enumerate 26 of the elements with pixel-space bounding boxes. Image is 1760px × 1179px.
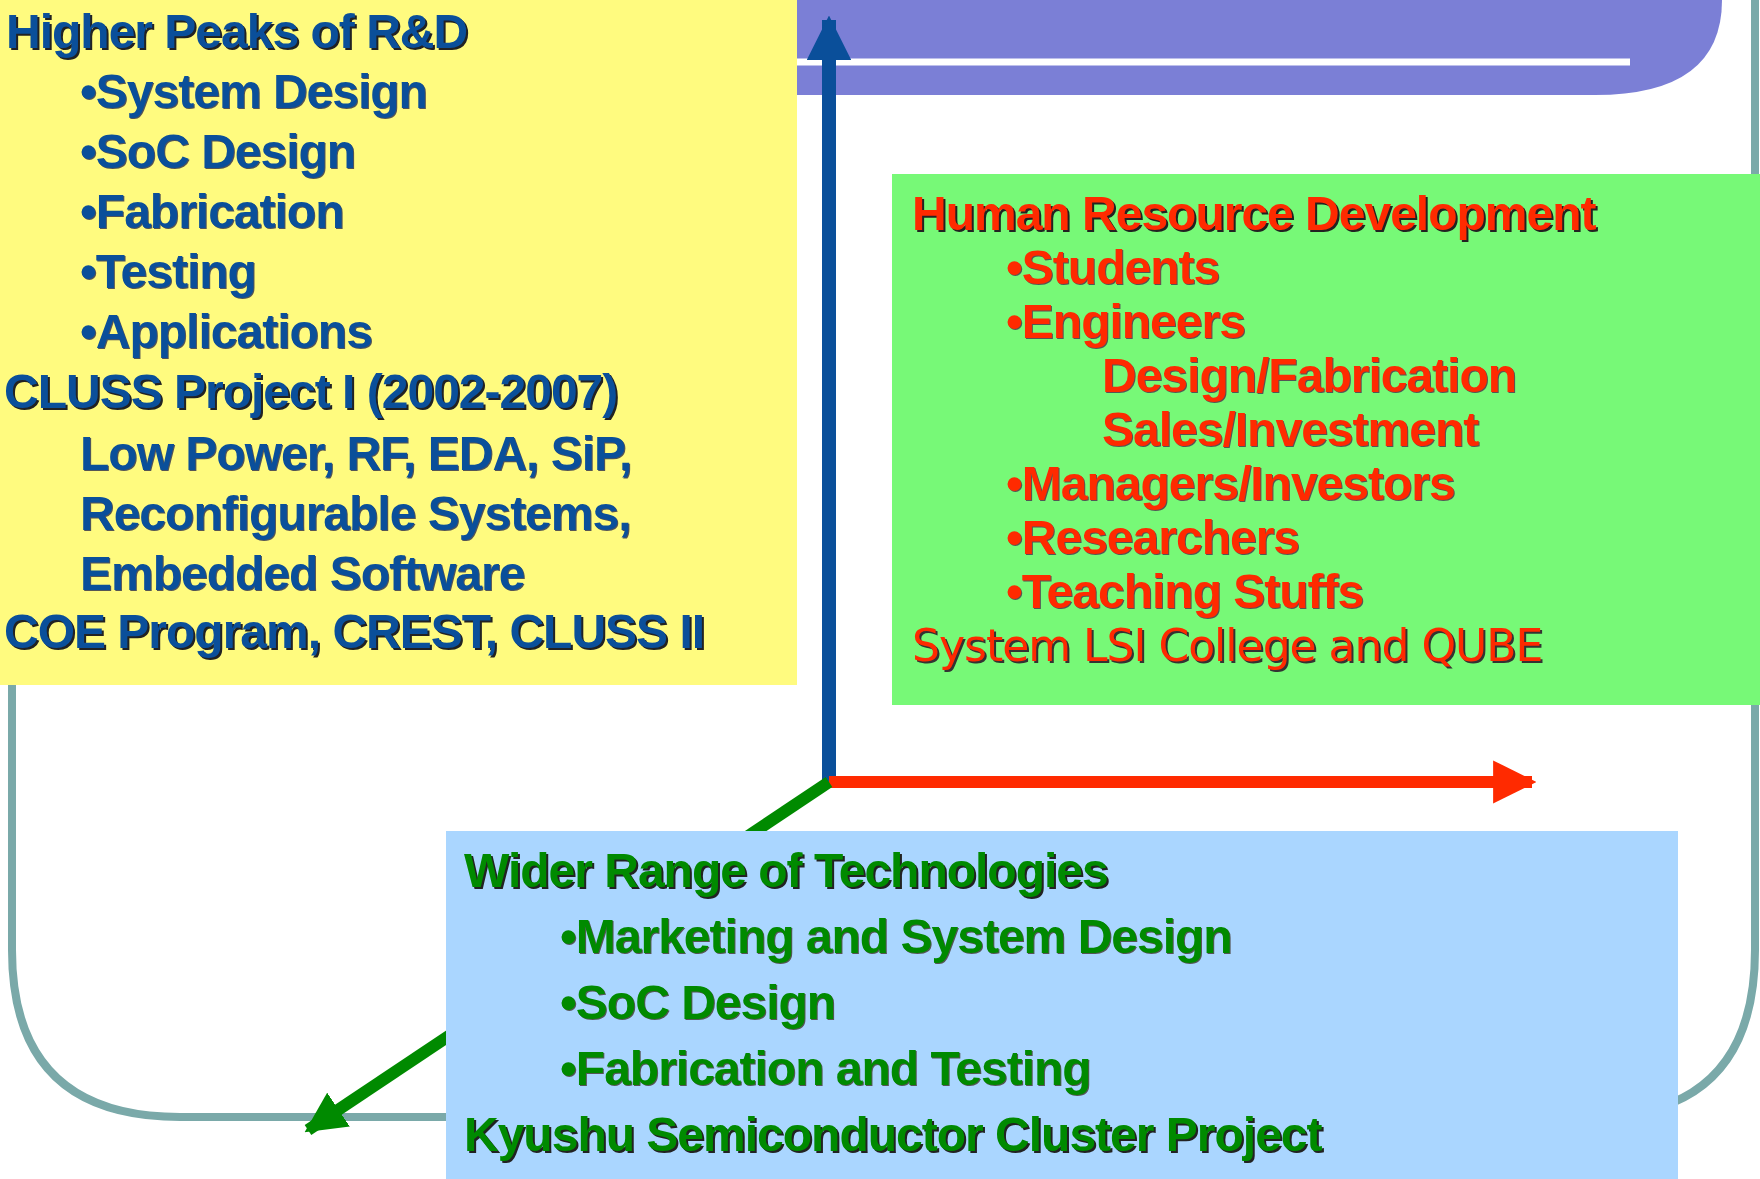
bullet-item: Sales/Investment bbox=[1102, 402, 1479, 458]
text-panel bbox=[892, 174, 1760, 705]
heading-text: CLUSS Project I (2002-2007) bbox=[4, 364, 618, 420]
bullet-item: •Teaching Stuffs bbox=[1006, 564, 1364, 620]
heading-text: Wider Range of Technologies bbox=[464, 843, 1108, 899]
heading-text: Kyushu Semiconductor Cluster Project bbox=[464, 1107, 1322, 1163]
bullet-item: •SoC Design bbox=[80, 124, 356, 180]
caption-text: System LSI College and QUBE bbox=[912, 619, 1543, 673]
bullet-item: •Students bbox=[1006, 240, 1220, 296]
heading-text: Higher Peaks of R&D bbox=[6, 4, 468, 60]
bullet-item: •Engineers bbox=[1006, 294, 1245, 350]
bullet-item: •Testing bbox=[80, 244, 256, 300]
bullet-item: •Applications bbox=[80, 304, 372, 360]
bullet-item: •SoC Design bbox=[560, 975, 836, 1031]
text-panel bbox=[446, 831, 1678, 1179]
bullet-item: •Marketing and System Design bbox=[560, 909, 1232, 965]
paragraph-text: Low Power, RF, EDA, SiP, Reconfigurable Systems, Embedded Software bbox=[80, 426, 633, 602]
bullet-item: •Fabrication bbox=[80, 184, 344, 240]
bullet-item: Design/Fabrication bbox=[1102, 348, 1517, 404]
bullet-item: •Managers/Investors bbox=[1006, 456, 1455, 512]
text-panel bbox=[0, 0, 797, 685]
bullet-item: •Fabrication and Testing bbox=[560, 1041, 1091, 1097]
bullet-item: •Researchers bbox=[1006, 510, 1299, 566]
heading-text: Human Resource Development bbox=[912, 186, 1596, 242]
bullet-item: •System Design bbox=[80, 64, 427, 120]
heading-text: COE Program, CREST, CLUSS II bbox=[4, 604, 705, 660]
